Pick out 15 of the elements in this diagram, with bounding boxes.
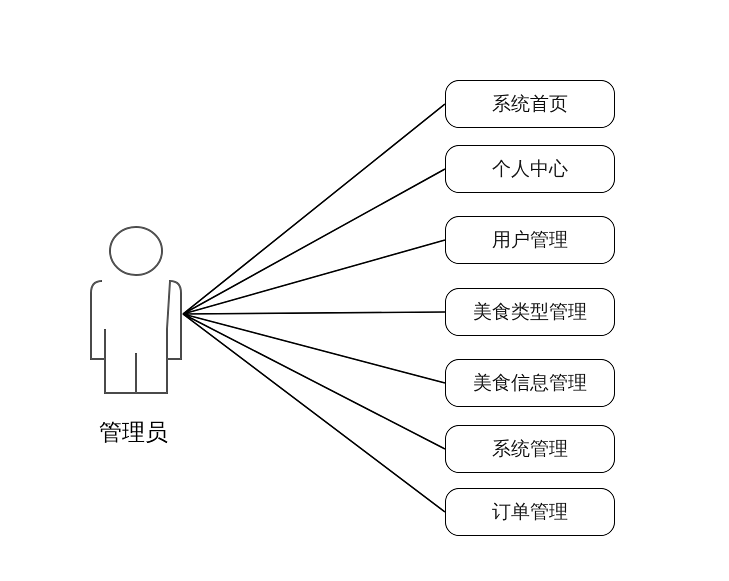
association-line (182, 313, 446, 450)
use-case-box: 订单管理 (445, 488, 615, 536)
association-line (182, 103, 446, 315)
use-case-box: 个人中心 (445, 145, 615, 193)
use-case-box: 美食信息管理 (445, 359, 615, 407)
association-line (182, 313, 446, 384)
actor-label: 管理员 (99, 419, 168, 448)
use-case-box: 系统管理 (445, 425, 615, 473)
association-line (182, 239, 446, 315)
use-case-box: 系统首页 (445, 80, 615, 128)
association-line (183, 311, 445, 315)
association-line (182, 168, 446, 315)
use-case-box: 用户管理 (445, 216, 615, 264)
use-case-box: 美食类型管理 (445, 288, 615, 336)
association-line (182, 313, 446, 513)
